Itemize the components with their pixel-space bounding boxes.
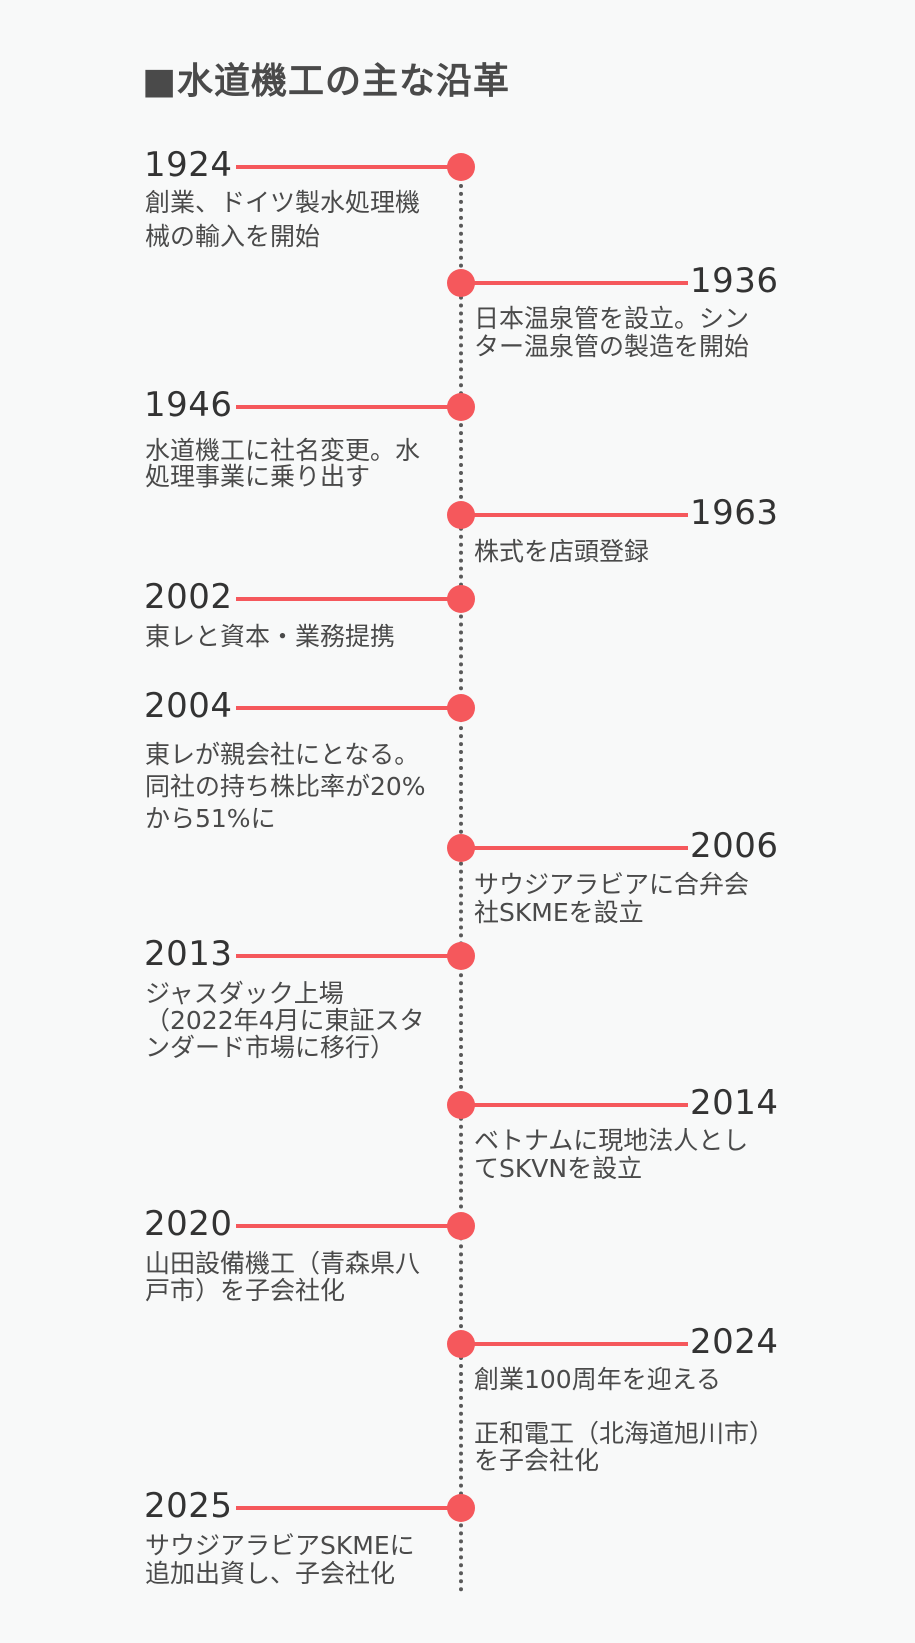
- description-line: 追加出資し、子会社化: [145, 1559, 396, 1588]
- event-description: 株式を店頭登録: [474, 538, 649, 566]
- timeline-dot: [447, 1330, 475, 1358]
- event-year: 1963: [690, 493, 779, 533]
- timeline-connector: [236, 597, 461, 601]
- event-description: 創業、ドイツ製水処理機械の輸入を開始: [145, 186, 420, 254]
- description-line: 処理事業に乗り出す: [145, 462, 371, 491]
- event-year: 2025: [144, 1486, 233, 1526]
- timeline-connector: [236, 165, 461, 169]
- description-line: 社SKMEを設立: [474, 898, 644, 927]
- description-line: てSKVNを設立: [474, 1154, 643, 1183]
- timeline-dot: [447, 1494, 475, 1522]
- description-line: サウジアラビアに合弁会: [474, 870, 750, 899]
- timeline-connector: [236, 405, 461, 409]
- event-description: ジャスダック上場（2022年4月に東証スタンダード市場に移行）: [145, 980, 425, 1061]
- description-line: 創業100周年を迎える: [474, 1365, 721, 1394]
- timeline-connector: [461, 281, 688, 285]
- timeline-dot: [447, 834, 475, 862]
- description-line: 正和電工（北海道旭川市）: [474, 1419, 775, 1448]
- description-line: ジャスダック上場: [145, 979, 344, 1008]
- timeline-connector: [236, 954, 461, 958]
- description-line: 東レが親会社にとなる。: [145, 740, 420, 769]
- timeline-dot: [447, 1212, 475, 1240]
- timeline-dot: [447, 942, 475, 970]
- timeline-connector: [461, 1103, 688, 1107]
- event-year: 2004: [144, 686, 233, 726]
- event-year: 2024: [690, 1322, 779, 1362]
- description-line: サウジアラビアSKMEに: [145, 1531, 415, 1560]
- description-line: 東レと資本・業務提携: [145, 622, 396, 651]
- description-line: 日本温泉管を設立。シン: [474, 304, 750, 333]
- timeline-dot: [447, 393, 475, 421]
- timeline-axis: [459, 168, 463, 1593]
- page-title: ■水道機工の主な沿革: [142, 61, 511, 102]
- timeline-connector: [461, 513, 688, 517]
- description-line: 同社の持ち株比率が20%: [145, 772, 426, 801]
- event-year: 1946: [144, 385, 233, 425]
- timeline-connector: [236, 1224, 461, 1228]
- description-line: ンダード市場に移行）: [145, 1033, 396, 1062]
- timeline-dot: [447, 501, 475, 529]
- timeline-dot: [447, 269, 475, 297]
- event-description: 日本温泉管を設立。シンター温泉管の製造を開始: [474, 305, 749, 361]
- description-line: ター温泉管の製造を開始: [474, 332, 750, 361]
- timeline-dot: [447, 153, 475, 181]
- description-line: を子会社化: [474, 1446, 600, 1475]
- description-line: から51%に: [145, 804, 276, 833]
- description-line: （2022年4月に東証スタ: [145, 1006, 425, 1035]
- event-description: 創業100周年を迎える 正和電工（北海道旭川市）を子会社化: [474, 1366, 774, 1474]
- event-year: 1924: [144, 145, 233, 185]
- event-description: サウジアラビアSKMEに追加出資し、子会社化: [145, 1532, 415, 1588]
- event-description: 山田設備機工（青森県八戸市）を子会社化: [145, 1250, 420, 1304]
- event-description: サウジアラビアに合弁会社SKMEを設立: [474, 871, 749, 927]
- timeline-connector: [236, 706, 461, 710]
- event-year: 2020: [144, 1204, 233, 1244]
- event-year: 2014: [690, 1083, 779, 1123]
- timeline-dot: [447, 585, 475, 613]
- timeline-connector: [461, 1342, 688, 1346]
- timeline-connector: [461, 846, 688, 850]
- description-line: 戸市）を子会社化: [145, 1276, 346, 1305]
- description-line: 械の輸入を開始: [145, 222, 321, 251]
- description-line: 山田設備機工（青森県八: [145, 1249, 421, 1278]
- event-year: 2013: [144, 934, 233, 974]
- description-line: 水道機工に社名変更。水: [145, 436, 421, 465]
- event-year: 2006: [690, 826, 779, 866]
- event-description: 東レが親会社にとなる。同社の持ち株比率が20% から51%に: [145, 739, 426, 835]
- description-line: 創業、ドイツ製水処理機: [145, 188, 421, 217]
- timeline-dot: [447, 694, 475, 722]
- event-description: 水道機工に社名変更。水処理事業に乗り出す: [145, 438, 420, 490]
- event-year: 2002: [144, 577, 233, 617]
- timeline-dot: [447, 1091, 475, 1119]
- description-line: [474, 1393, 774, 1420]
- timeline-connector: [236, 1506, 461, 1510]
- description-line: 株式を店頭登録: [474, 537, 650, 566]
- event-description: ベトナムに現地法人としてSKVNを設立: [474, 1127, 748, 1183]
- description-line: ベトナムに現地法人とし: [474, 1126, 749, 1155]
- event-description: 東レと資本・業務提携: [145, 623, 395, 651]
- event-year: 1936: [690, 261, 779, 301]
